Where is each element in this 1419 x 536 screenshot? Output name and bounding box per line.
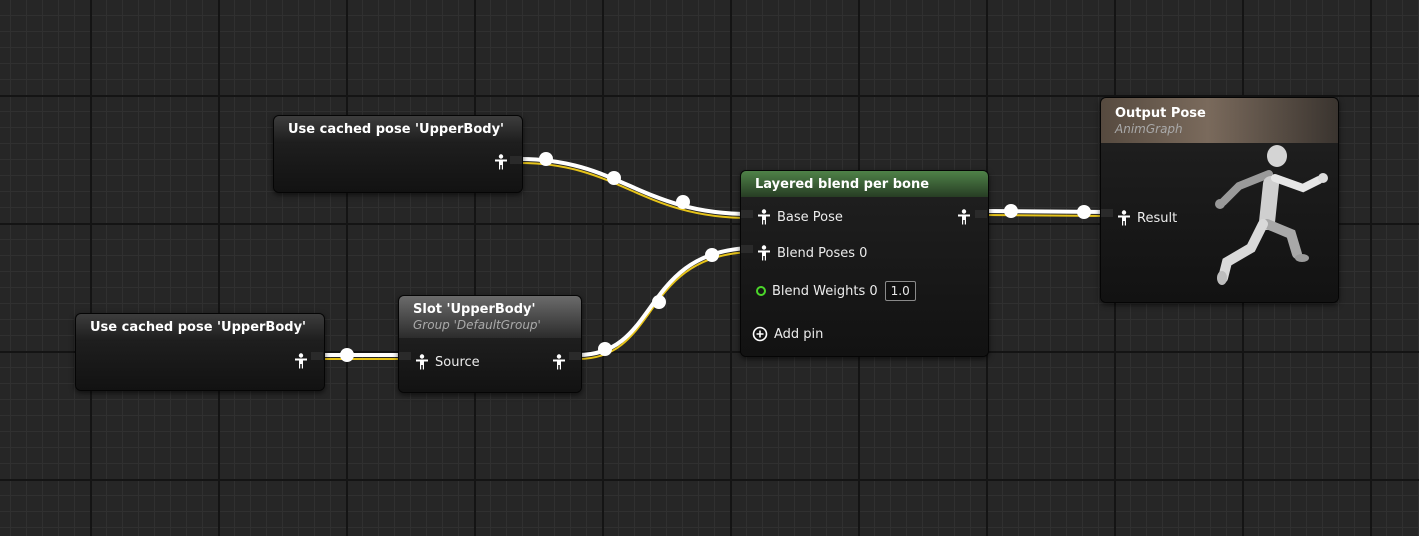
add-pin-button[interactable]: Add pin	[752, 326, 823, 342]
node-title-bar: Layered blend per bone	[741, 171, 988, 197]
pin-connector	[1101, 209, 1113, 217]
node-subtitle: Group 'DefaultGroup'	[413, 318, 541, 332]
wire-cached-top-to-base-pose[interactable]	[519, 152, 751, 219]
pose-output-pin[interactable]	[552, 354, 566, 370]
pose-output-pin[interactable]	[957, 209, 971, 225]
pose-icon	[295, 353, 307, 369]
wire-blend-to-output[interactable]	[984, 204, 1107, 219]
pin-connector	[741, 245, 753, 253]
pin-connector	[569, 352, 581, 360]
blend-poses-label: Blend Poses 0	[777, 245, 868, 261]
output-pose-node[interactable]: Output Pose AnimGraph Result	[1100, 97, 1339, 303]
base-pose-pin[interactable]: Base Pose	[757, 209, 843, 225]
pose-output-pin[interactable]	[494, 154, 508, 170]
node-title: Slot 'UpperBody'	[413, 302, 536, 317]
layered-blend-per-bone-node[interactable]: Layered blend per bone Base Pose Blend P…	[740, 170, 989, 357]
node-subtitle: AnimGraph	[1115, 121, 1183, 136]
pin-connector	[399, 352, 411, 360]
pose-icon	[1118, 210, 1130, 226]
pin-connector	[510, 156, 522, 164]
node-title-bar: Use cached pose 'UpperBody'	[76, 314, 324, 341]
node-title: Layered blend per bone	[755, 176, 930, 192]
source-input-pin[interactable]: Source	[415, 354, 480, 370]
node-body	[76, 341, 324, 390]
pose-output-pin[interactable]	[294, 353, 308, 369]
wire-slot-to-blend-poses[interactable]	[577, 246, 751, 360]
source-label: Source	[435, 354, 480, 370]
blend-weights-pin[interactable]: Blend Weights 0 1.0	[756, 281, 916, 301]
float-pin-icon	[756, 286, 766, 296]
running-mannequin-icon	[1215, 145, 1328, 285]
blend-weights-label: Blend Weights 0	[772, 283, 878, 299]
node-title: Output Pose	[1115, 105, 1206, 121]
blend-poses-pin[interactable]: Blend Poses 0	[757, 245, 867, 261]
pin-connector	[975, 210, 987, 218]
node-body	[399, 338, 581, 392]
add-pin-label: Add pin	[774, 326, 824, 342]
pose-icon	[758, 209, 770, 225]
node-title: Use cached pose 'UpperBody'	[288, 122, 505, 137]
result-input-pin[interactable]: Result	[1117, 210, 1177, 226]
blend-weights-value-field[interactable]: 1.0	[884, 281, 916, 301]
result-label: Result	[1137, 210, 1178, 226]
node-title: Use cached pose 'UpperBody'	[90, 320, 307, 335]
pose-icon	[416, 354, 428, 370]
wire-cached-bottom-to-slot[interactable]	[322, 348, 405, 362]
pin-connector	[311, 352, 323, 360]
node-title-bar: Use cached pose 'UpperBody'	[274, 116, 522, 143]
pin-connector	[741, 210, 753, 218]
node-body	[741, 197, 988, 356]
cached-pose-node-top[interactable]: Use cached pose 'UpperBody'	[273, 115, 523, 193]
node-body	[274, 143, 522, 192]
node-title-bar: Slot 'UpperBody' Group 'DefaultGroup'	[399, 296, 581, 338]
cached-pose-node-bottom[interactable]: Use cached pose 'UpperBody'	[75, 313, 325, 391]
plus-circle-icon	[752, 326, 768, 342]
base-pose-label: Base Pose	[777, 209, 843, 225]
pose-icon	[958, 209, 970, 225]
node-title-bar: Output Pose AnimGraph	[1101, 98, 1338, 143]
pose-icon	[495, 154, 507, 170]
pose-icon	[553, 354, 565, 370]
pose-icon	[758, 245, 770, 261]
slot-node[interactable]: Slot 'UpperBody' Group 'DefaultGroup' So…	[398, 295, 582, 393]
